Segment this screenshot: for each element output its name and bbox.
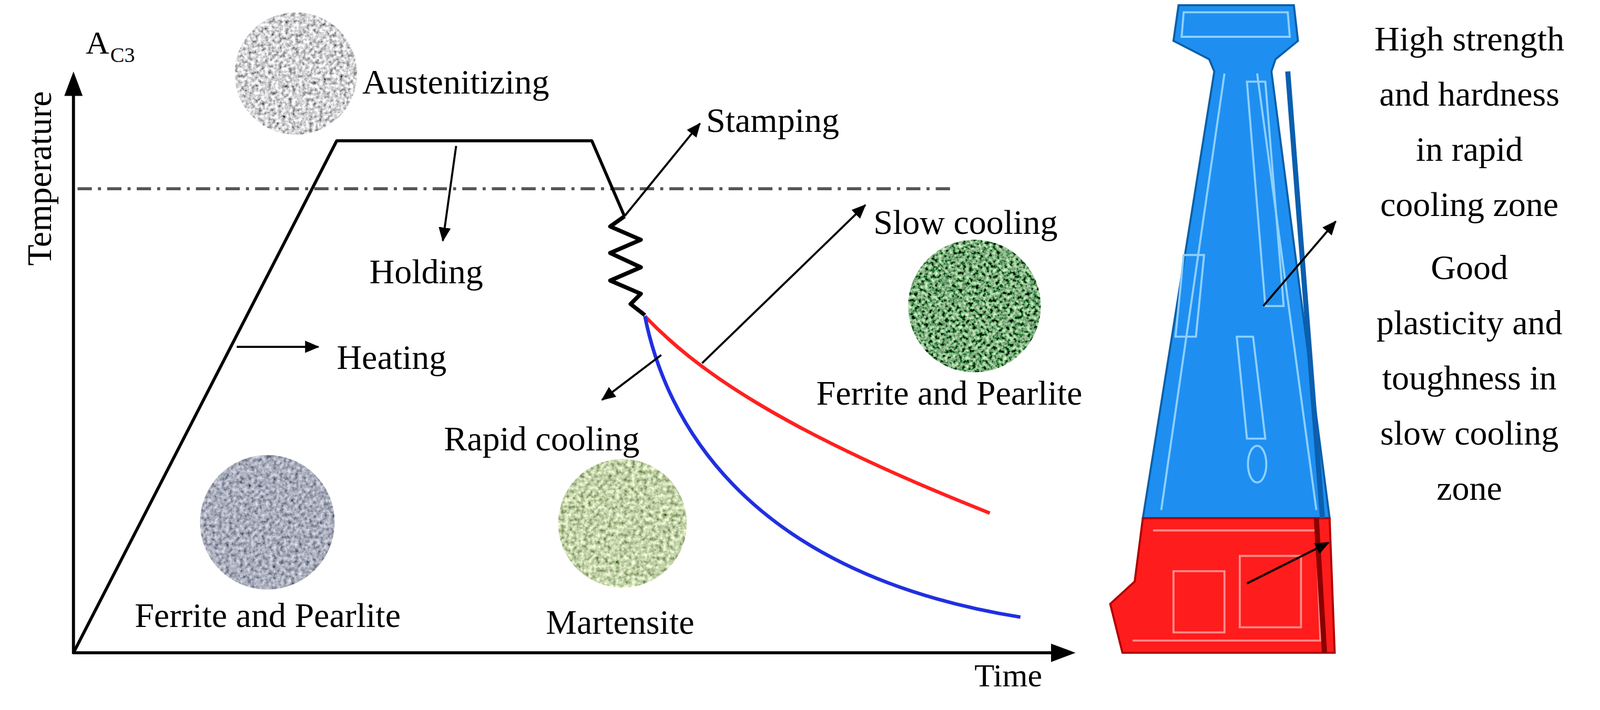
phase-label: Martensite — [545, 601, 695, 644]
process-curve — [73, 140, 625, 654]
phase-label: Ferrite and Pearlite — [816, 372, 1083, 414]
leader-arrows — [236, 123, 865, 401]
leader-arrows — [1247, 221, 1337, 584]
stage-label: Rapid cooling — [443, 418, 640, 460]
zone-description: Good plasticity and toughness in slow co… — [1366, 239, 1573, 516]
stage-label: Heating — [336, 336, 447, 379]
rapid-cooling-curve — [645, 316, 1021, 618]
stage-label: Stamping — [706, 99, 840, 141]
b-pillar — [1109, 5, 1335, 654]
zone-description: High strength and hardness in rapid cool… — [1366, 11, 1573, 232]
stage-label: Austenitizing — [362, 60, 550, 103]
phase-label: Ferrite and Pearlite — [134, 594, 401, 637]
temperature-subscript: C3 — [110, 42, 136, 68]
stage-label: Slow cooling — [873, 201, 1058, 243]
slow-cooling-curve — [645, 316, 991, 514]
axis-arrowhead — [1051, 644, 1076, 663]
axis-title: Temperature — [17, 90, 60, 267]
micrograph — [234, 12, 358, 135]
stage-label: Holding — [369, 250, 484, 293]
stamping-zigzag — [610, 216, 646, 316]
micrograph — [908, 239, 1041, 373]
ac3-line — [77, 187, 954, 191]
micrograph — [558, 459, 688, 588]
axis-arrowhead — [64, 71, 83, 97]
micrograph — [199, 455, 335, 590]
axis-title: Time — [974, 656, 1043, 696]
temperature-symbol: A — [85, 23, 110, 63]
axes — [72, 89, 1056, 655]
